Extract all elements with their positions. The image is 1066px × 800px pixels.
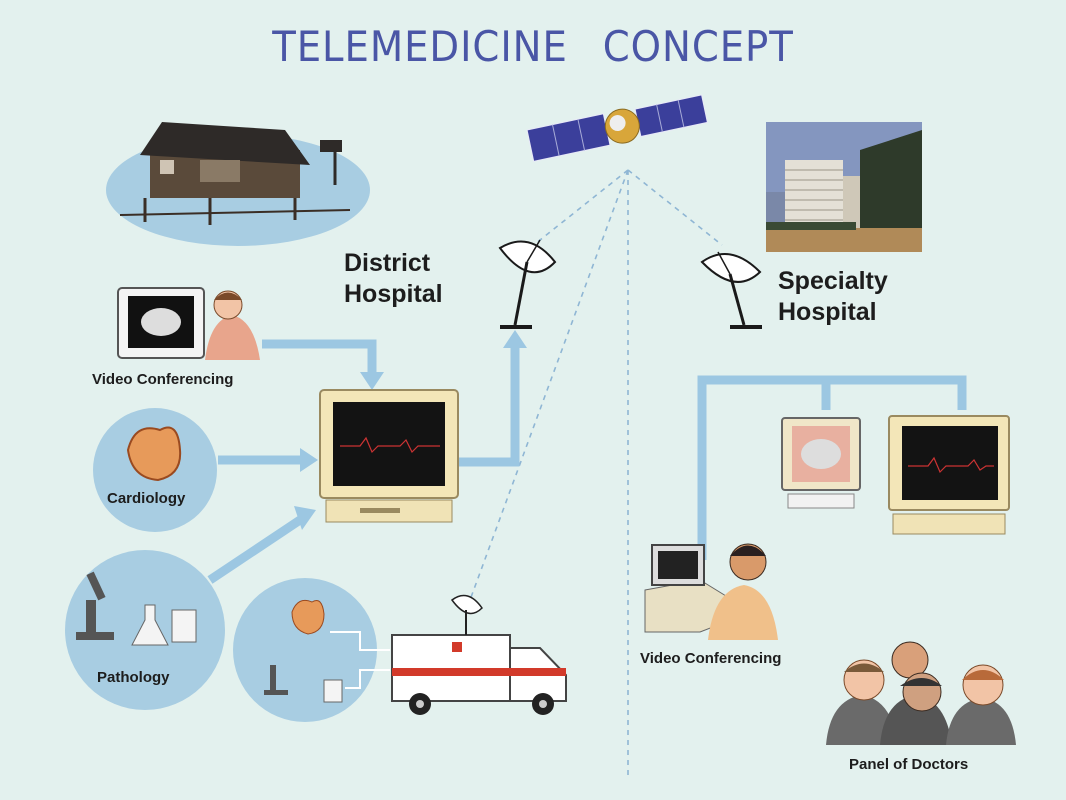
district-hospital-label: District Hospital (344, 248, 443, 310)
mobile-lab-circle (233, 578, 390, 722)
arrow-monitor-to-dish (458, 345, 520, 467)
specialty-hospital-line1: Specialty (778, 267, 888, 295)
panel-of-doctors-label: Panel of Doctors (849, 756, 969, 773)
panel-of-doctors-icon (826, 641, 1016, 745)
district-hospital-line1: District (344, 249, 431, 277)
heart-icon-small (291, 599, 325, 635)
district-satellite-dish-icon (498, 239, 557, 329)
specialty-network-bus (697, 375, 967, 560)
arrow-heads (294, 330, 527, 530)
specialty-ecg-monitor-icon (888, 415, 1010, 535)
video-conferencing-left-icon (117, 287, 260, 360)
specialty-hospital-label: Specialty Hospital (778, 266, 888, 328)
connectors (207, 339, 967, 584)
satellite-links (469, 169, 723, 780)
cardiology-label: Cardiology (107, 490, 186, 507)
video-conferencing-left-label: Video Conferencing (92, 371, 234, 388)
video-conferencing-right-label: Video Conferencing (640, 650, 782, 667)
village-hut-icon (106, 122, 370, 246)
microscope-icon (76, 571, 114, 640)
heart-icon (126, 426, 182, 482)
arrow-video-to-monitor (262, 339, 377, 375)
beaker-icon (171, 609, 197, 643)
title-word-telemedicine: TELEMEDICINE (272, 22, 568, 71)
pathology-label: Pathology (97, 669, 170, 686)
diagram-title: TELEMEDICINE CONCEPT (43, 22, 1024, 71)
link-sat-to-ambulance (469, 169, 629, 601)
specialty-brain-monitor-icon (781, 417, 861, 509)
link-sat-to-specialty (627, 169, 723, 246)
satellite-icon (526, 94, 708, 162)
link-sat-to-district (529, 169, 629, 249)
arrow-pathology-to-monitor (207, 516, 303, 584)
pathology-circle (65, 550, 225, 710)
specialty-hospital-photo (766, 122, 922, 252)
district-ecg-monitor-icon (319, 389, 459, 523)
specialty-hospital-line2: Hospital (778, 298, 877, 326)
cardiology-circle (93, 408, 217, 532)
specialty-satellite-dish-icon (700, 251, 762, 329)
title-word-concept: CONCEPT (602, 22, 794, 71)
ambulance-icon (391, 594, 567, 715)
flask-icon (131, 604, 169, 646)
district-hospital-line2: Hospital (344, 280, 443, 308)
beaker-icon-small (323, 679, 343, 703)
microscope-icon-small (264, 665, 288, 695)
video-conferencing-right-icon (644, 543, 778, 640)
